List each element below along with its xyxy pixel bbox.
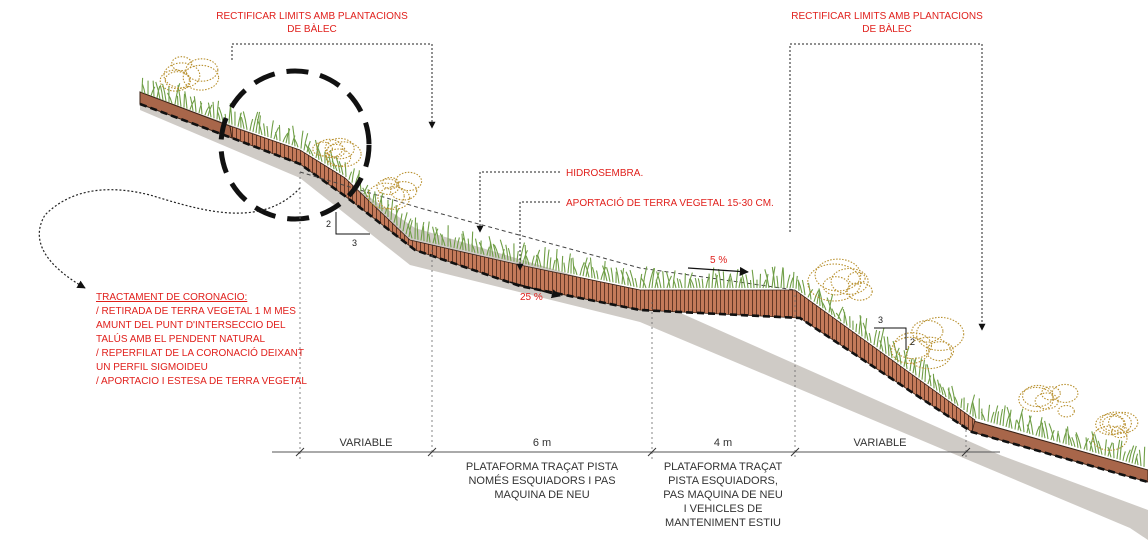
svg-text:/ APORTACIO I ESTESA DE TERRA: / APORTACIO I ESTESA DE TERRA VEGETAL [96,376,307,387]
treatment-note: TRACTAMENT DE CORONACIO: / RETIRADA DE T… [96,292,307,387]
left-callout-title: RECTIFICAR LIMITS AMB PLANTACIONS DE BÀL… [216,11,408,35]
hydroseed-leader [476,171,560,233]
svg-text:AMUNT DEL PUNT D'INTERSECCIO D: AMUNT DEL PUNT D'INTERSECCIO DEL [96,320,286,331]
dimension-guides [299,172,967,460]
svg-text:TALÚS AMB EL PENDENT NATURAL: TALÚS AMB EL PENDENT NATURAL [96,332,266,345]
treatment-note-title: TRACTAMENT DE CORONACIO: [96,292,247,303]
svg-text:RECTIFICAR LIMITS AMB PLANTAC: RECTIFICAR LIMITS AMB PLANTACIONS [216,11,408,22]
right-slope-rise: 2 [910,337,915,347]
right-callout-leader [789,43,986,331]
svg-text:MANTENIMENT ESTIU: MANTENIMENT ESTIU [665,517,781,529]
grade-arrow-5 [687,266,749,276]
left-callout-leader [231,43,436,129]
svg-text:DE BÀLEC: DE BÀLEC [287,22,336,35]
svg-text:UN PERFIL SIGMOIDEU: UN PERFIL SIGMOIDEU [96,362,208,373]
grade-arrow-25 [509,281,561,299]
dimension-value-3: 4 m [714,437,732,449]
treatment-leader [38,187,301,289]
grade-label-25: 25 % [520,292,543,303]
original-profile-line [299,171,796,291]
svg-text:PLATAFORMA TRAÇAT: PLATAFORMA TRAÇAT [664,461,783,473]
topsoil-label: APORTACIÓ DE TERRA VEGETAL 15-30 CM. [566,196,774,209]
svg-text:PAS MAQUINA DE NEU: PAS MAQUINA DE NEU [663,489,783,501]
svg-text:NOMÉS ESQUIADORS I PAS: NOMÉS ESQUIADORS I PAS [468,474,615,487]
right-slope-run: 3 [878,315,883,325]
left-slope-rise: 2 [326,219,331,229]
svg-text:PISTA ESQUIADORS,: PISTA ESQUIADORS, [668,475,778,487]
caption-6m: PLATAFORMA TRAÇAT PISTA NOMÉS ESQUIADORS… [466,461,619,501]
svg-text:/ RETIRADA DE TERRA VEGETAL 1: / RETIRADA DE TERRA VEGETAL 1 M MES [96,306,296,317]
shrub-plantations [159,56,1139,451]
left-slope-run: 3 [352,238,357,248]
excavation-line [139,102,1148,484]
dimension-value-4: VARIABLE [854,437,907,449]
svg-text:PLATAFORMA TRAÇAT PISTA: PLATAFORMA TRAÇAT PISTA [466,461,619,473]
dimension-value-1: VARIABLE [340,437,393,449]
dimension-value-2: 6 m [533,437,551,449]
ground-body [140,92,1148,540]
svg-text:I VEHICLES DE: I VEHICLES DE [684,503,763,515]
right-slope-triangle [874,327,907,350]
svg-text:/ REPERFILAT DE LA CORONACIÓ D: / REPERFILAT DE LA CORONACIÓ DEIXANT [96,346,304,359]
left-slope-triangle [335,212,370,235]
svg-text:DE BÀLEC: DE BÀLEC [862,22,911,35]
grade-label-5: 5 % [710,255,727,266]
caption-4m: PLATAFORMA TRAÇAT PISTA ESQUIADORS, PAS … [663,461,783,529]
topsoil-leader [516,201,560,271]
crest-detail-circle [218,68,372,222]
dimension-ticks [295,447,971,457]
svg-text:RECTIFICAR LIMITS AMB PLANTAC: RECTIFICAR LIMITS AMB PLANTACIONS [791,11,983,22]
grass-vegetation [141,77,1146,467]
hydroseed-label: HIDROSEMBRA. [566,168,643,179]
right-callout-title: RECTIFICAR LIMITS AMB PLANTACIONS DE BÀL… [791,11,983,35]
svg-text:MAQUINA DE NEU: MAQUINA DE NEU [494,489,589,501]
